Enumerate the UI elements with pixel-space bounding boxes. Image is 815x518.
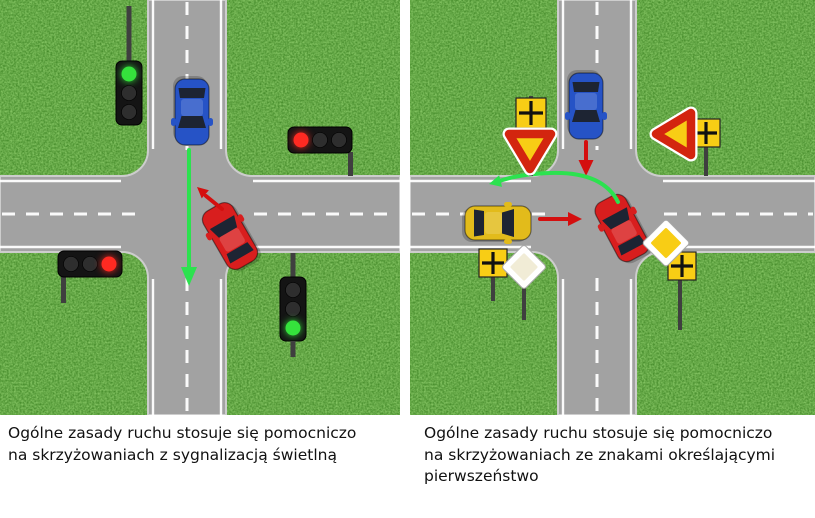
- green-straight-arrow: [181, 148, 197, 286]
- red-light: [101, 256, 117, 272]
- caption-left: Ogólne zasady ruchu stosuje się pomocnic…: [8, 424, 357, 464]
- left-diagram: [0, 0, 400, 415]
- red-car: [594, 193, 653, 264]
- crossroads-plate-bottom-left: [478, 248, 508, 301]
- traffic-light-bottom-left: [57, 250, 123, 303]
- priority-diamond-bottom-right: [642, 219, 690, 267]
- priority-road-sign-bottom-right: [642, 219, 697, 330]
- red-light: [293, 132, 309, 148]
- yield-sign-top-left: [502, 127, 558, 176]
- yield-sign-right: [649, 106, 698, 162]
- red-arrow-blue-car: [578, 140, 594, 176]
- traffic-light-top-left: [115, 6, 143, 126]
- traffic-light-bottom-right: [279, 253, 307, 357]
- intersection-diagrams: [0, 0, 815, 415]
- green-curved-arrow: [489, 170, 620, 204]
- blue-car: [171, 76, 213, 146]
- blue-car: [565, 70, 607, 140]
- caption-right: Ogólne zasady ruchu stosuje się pomocnic…: [424, 424, 776, 486]
- right-diagram: [410, 0, 815, 415]
- red-car: [201, 201, 261, 272]
- red-turn-arrow: [197, 187, 224, 211]
- road-markings: [0, 0, 400, 415]
- green-light: [121, 66, 137, 82]
- priority-diamond-bottom-left: [502, 245, 546, 320]
- yellow-car: [462, 202, 532, 244]
- red-arrow-yellow-car: [538, 212, 582, 226]
- traffic-light-right: [287, 126, 353, 176]
- road: [0, 0, 400, 415]
- crossroads-plate-bottom-right: [667, 251, 697, 281]
- green-light: [285, 320, 301, 336]
